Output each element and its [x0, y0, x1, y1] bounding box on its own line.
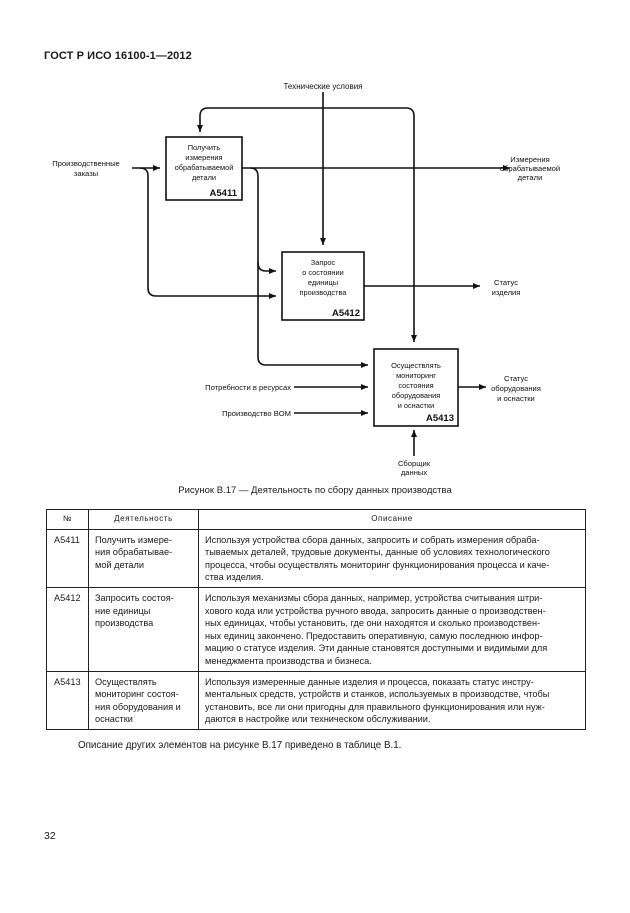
- header-description: Описание: [198, 509, 586, 530]
- box-a5413-code: A5413: [426, 413, 454, 424]
- figure-caption: Рисунок В.17 — Деятельность по сбору дан…: [178, 485, 452, 496]
- box-a5412-line: о состоянии: [302, 268, 344, 277]
- measurements-output-label: детали: [518, 173, 543, 182]
- equipment-status-label: Статус: [504, 374, 528, 383]
- box-a5412-line: производства: [300, 288, 348, 297]
- box-a5412-line: Запрос: [311, 258, 336, 267]
- box1-to-box2: [249, 167, 276, 274]
- orders-to-box2: [139, 167, 276, 299]
- product-status-label: Статус: [494, 278, 518, 287]
- box-a5412-line: единицы: [308, 278, 338, 287]
- box-a5411-line: Получить: [188, 143, 221, 152]
- activity-description: Используя устройства сбора данных, запро…: [198, 528, 586, 588]
- box-a5413-line: состояния: [398, 381, 433, 390]
- page-number: 32: [44, 830, 56, 842]
- box-a5411-code: A5411: [210, 188, 238, 199]
- box-a5413-line: и оснастки: [398, 401, 435, 410]
- box-a5411-line: детали: [192, 173, 216, 182]
- header-number: №: [46, 509, 89, 530]
- control-branch-right: [323, 107, 417, 342]
- box-a5411-line: обрабатываемой: [175, 163, 234, 172]
- after-table-text: Описание других элементов на рисунке В.1…: [78, 740, 402, 751]
- mechanism-label-1: Сборщик: [398, 459, 431, 468]
- equipment-status-label: оборудования: [491, 384, 541, 393]
- activity-description: Используя механизмы сбора данных, наприм…: [198, 586, 586, 672]
- mechanism-label-2: данных: [401, 468, 427, 477]
- controls-label: Технические условия: [283, 82, 362, 91]
- box-a5413-line: оборудования: [392, 391, 441, 400]
- document-header: ГОСТ Р ИСО 16100-1—2012: [44, 50, 192, 62]
- box1-to-box3: [257, 262, 368, 368]
- control-branch: [197, 107, 323, 132]
- orders-input-label-1: Производственные: [52, 159, 120, 168]
- activity-description: Используя измеренные данные изделия и пр…: [198, 670, 586, 730]
- activity-name: Получить измере-ния обрабатывае-мой дета…: [88, 528, 199, 588]
- activity-box-a5412: [281, 251, 365, 321]
- equipment-status-label: и оснастки: [497, 394, 535, 403]
- box-a5413-line: Осуществлять: [391, 361, 441, 370]
- box-a5413-line: мониторинг: [396, 371, 436, 380]
- box-a5412-code: A5412: [332, 308, 360, 319]
- needs-input-label: Потребности в ресурсах: [205, 383, 291, 392]
- header-activity: Деятельность: [88, 509, 199, 530]
- idef0-diagram: Технические условия Получить измерения о…: [52, 82, 560, 477]
- bom-input-label: Производство BOM: [222, 409, 291, 418]
- product-status-label: изделия: [492, 288, 521, 297]
- activity-code: A5412: [46, 586, 89, 672]
- measurements-output-label: обрабатываемой: [500, 164, 560, 173]
- activity-box-a5413: [373, 348, 459, 427]
- orders-input-label-2: заказы: [74, 169, 98, 178]
- activity-code: A5411: [46, 528, 89, 588]
- activity-box-a5411: [165, 136, 243, 201]
- table-header-row: № Деятельность Описание: [46, 509, 586, 530]
- box-a5411-line: измерения: [185, 153, 222, 162]
- measurements-output-label: Измерения: [510, 155, 549, 164]
- activity-code: A5413: [46, 670, 89, 730]
